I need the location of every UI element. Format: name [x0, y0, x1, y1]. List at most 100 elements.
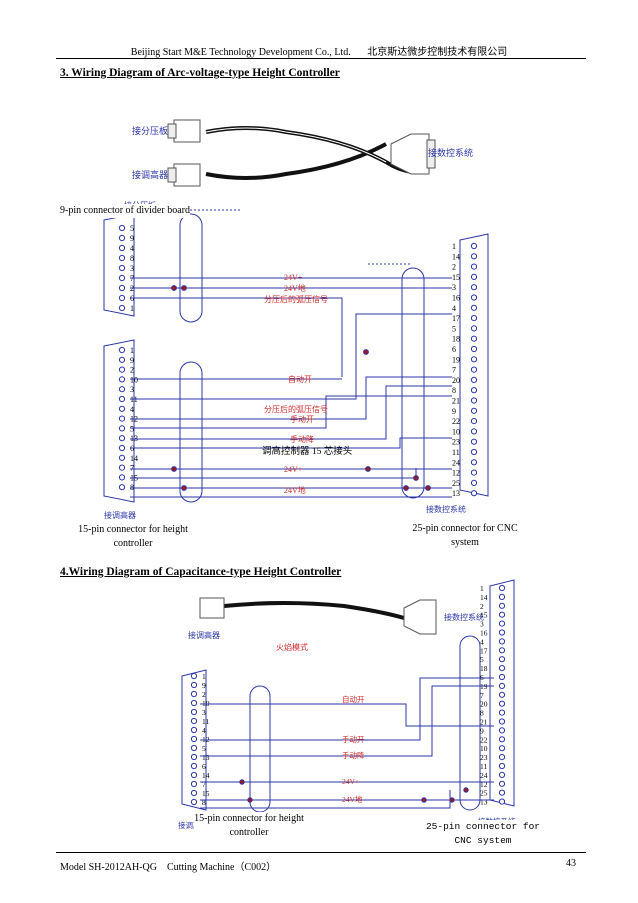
- junction-dot: [425, 485, 431, 491]
- d15-pin-8: [190, 798, 198, 806]
- d15-pin-15: [190, 789, 198, 797]
- signal-arc-voltage-2: 分压后的弧压信号: [264, 404, 328, 414]
- c25-pin-9: [470, 407, 478, 414]
- d15-pin-11: [190, 717, 198, 725]
- c25-pin-label: 12: [452, 469, 460, 478]
- c15-pin-1: [118, 346, 126, 354]
- d15-pin-label: 8: [202, 798, 206, 807]
- d25-pin-23: [498, 754, 506, 761]
- d15-pin-label: 11: [202, 717, 209, 726]
- d25-pin-13: [498, 798, 506, 805]
- wire: [130, 297, 343, 377]
- junction-dot: [449, 797, 455, 803]
- c15-pin-8: [118, 484, 126, 491]
- d15-pin-label: 6: [202, 762, 206, 771]
- label-25pin-2: 25-pin connector for CNC system: [418, 820, 548, 848]
- d15-pin-5: [190, 744, 198, 752]
- junction-dot: [171, 466, 177, 472]
- d25-pin-20: [498, 700, 506, 707]
- d25-pin-10: [498, 745, 506, 752]
- d15-pin-7: [190, 780, 198, 788]
- c9-pin-label: 1: [130, 304, 134, 313]
- d25-pin-label: 2: [480, 602, 484, 611]
- c25-pin-label: 24: [452, 458, 460, 467]
- section4-title: 4.Wiring Diagram of Capacitance-type Hei…: [60, 566, 342, 578]
- c25-pin-label: 7: [452, 366, 456, 375]
- wire: [200, 703, 494, 727]
- junction-dot: [181, 485, 187, 491]
- page-header: Beijing Start M&E Technology Development…: [0, 43, 638, 58]
- wire: [130, 385, 452, 440]
- wires: [130, 277, 452, 498]
- c15-pin-label: 5: [130, 424, 134, 433]
- junction-dot: [421, 797, 427, 803]
- c25-pin-label: 8: [452, 386, 456, 395]
- junction-dot: [403, 485, 409, 491]
- d25-pin-label: 21: [480, 718, 488, 727]
- d25-pin-1: [498, 584, 506, 592]
- c15-pin-6: [118, 444, 126, 452]
- c25-pin-13: [470, 490, 478, 497]
- c9-pin-1: [118, 304, 126, 312]
- c25-pin-17: [470, 315, 478, 322]
- d25-pin-label: 11: [480, 762, 487, 771]
- company-name-en: Beijing Start M&E Technology Development…: [130, 47, 351, 58]
- c15-pin-label: 3: [130, 385, 134, 394]
- c15-pin-13: [118, 435, 126, 442]
- c15-pin-10: [118, 376, 126, 383]
- c25-pin-label: 9: [452, 407, 456, 416]
- c15-pin-9: [118, 356, 126, 363]
- company-name-cn: 北京斯达微步控制技术有限公司: [367, 47, 508, 58]
- c9-pin-label: 4: [130, 244, 134, 253]
- c9-pin-label: 8: [130, 254, 134, 263]
- signal-24v-plus-2: 24V+: [284, 465, 303, 474]
- c25-pin-25: [470, 479, 478, 486]
- signal4-manual-down: 手动降: [342, 750, 365, 760]
- d25-pin-7: [498, 691, 506, 698]
- junction-dot: [363, 349, 369, 355]
- d25-pin-label: 13: [480, 798, 488, 807]
- d25-pin-21: [498, 718, 506, 725]
- c15-pin-5: [118, 425, 126, 432]
- d25-pin-6: [498, 673, 506, 681]
- cable-illustration: 接分压板 接调高器 接数控系统: [132, 119, 473, 187]
- wire: [130, 395, 452, 429]
- signal4-24v-ground: 24V地: [342, 794, 363, 804]
- c25-pin-label: 21: [452, 397, 460, 406]
- d15-pin-6: [190, 762, 198, 770]
- d15-pin-label: 3: [202, 708, 206, 717]
- d25-pin-2: [498, 602, 506, 609]
- d25-pin-label: 18: [480, 664, 488, 673]
- d25-pin-label: 8: [480, 709, 484, 718]
- d25-pin-label: 16: [480, 629, 488, 638]
- c25-pin-label: 11: [452, 448, 460, 457]
- c15-pin-11: [118, 395, 126, 403]
- d25-pin-17: [498, 647, 506, 654]
- c25-pin-label: 13: [452, 489, 460, 498]
- cable-label-height: 接调高器: [132, 169, 168, 180]
- c25-pin-23: [470, 438, 478, 445]
- c15-pin-12: [118, 415, 126, 422]
- c25-pin-label: 25: [452, 479, 460, 488]
- c15-pin-label: 2: [130, 366, 134, 375]
- c9-pin-label: 3: [130, 264, 134, 273]
- c25-pin-20: [470, 376, 478, 383]
- d25-pin-24: [498, 771, 506, 778]
- d25-pin-9: [498, 727, 506, 734]
- c25-pin-19: [470, 356, 478, 363]
- d25-pin-label: 17: [480, 646, 488, 655]
- d25-pin-label: 14: [480, 593, 488, 602]
- d25-pin-label: 12: [480, 780, 488, 789]
- c15-pin-2: [118, 366, 126, 373]
- c25-pin-11: [470, 448, 478, 456]
- divider-plug-icon: [173, 119, 201, 143]
- flame-mode-label: 火焰模式: [276, 642, 308, 652]
- d25-pin-label: 7: [480, 691, 484, 700]
- c25-pin-label: 10: [452, 427, 460, 436]
- d25-pin-label: 15: [480, 611, 488, 620]
- c25-pin-1: [470, 242, 478, 250]
- d25-pin-label: 5: [480, 655, 484, 664]
- cable-label-cnc-2: 接数控系统: [444, 612, 484, 622]
